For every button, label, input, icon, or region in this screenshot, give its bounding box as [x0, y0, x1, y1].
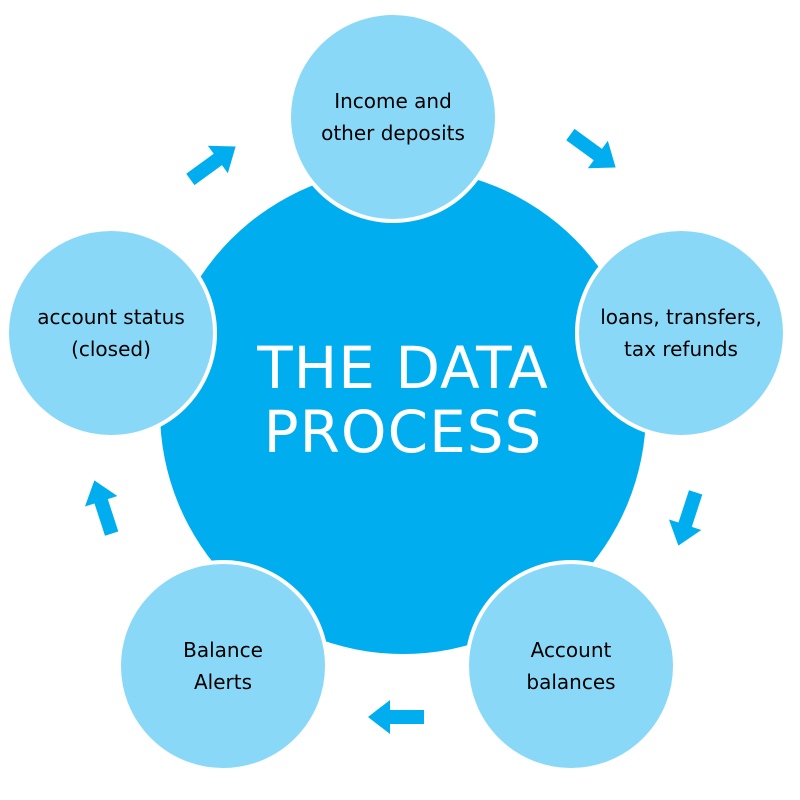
arrow-right-icon [557, 117, 629, 185]
node-label-line-2: (closed) [71, 337, 151, 361]
node-label-line-1: loans, transfers, [600, 305, 762, 329]
arrow-down-icon-svg [668, 490, 703, 546]
arrow-up-right-icon [177, 129, 249, 197]
diagram-title-line-1: THE DATA [257, 334, 549, 402]
node-account-balances: Account balances [465, 560, 677, 772]
node-label-line-1: Account [530, 638, 612, 662]
node-label: account status (closed) [16, 301, 206, 365]
node-loans-transfers: loans, transfers, tax refunds [575, 227, 787, 439]
arrow-up-left-icon [75, 472, 132, 541]
node-label: Account balances [476, 634, 666, 698]
node-balance-alerts: Balance Alerts [117, 560, 329, 772]
node-label: Income and other deposits [298, 85, 488, 149]
node-label-line-1: Income and [334, 89, 452, 113]
arrow-up-left-icon-svg [84, 480, 119, 536]
node-label: Balance Alerts [128, 634, 318, 698]
arrow-left-icon [366, 697, 426, 737]
arrow-left-icon-svg [368, 700, 424, 734]
node-label-line-2: balances [526, 670, 616, 694]
arrow-up-right-icon-svg [186, 145, 236, 186]
node-account-status: account status (closed) [5, 227, 217, 439]
node-label-line-2: tax refunds [624, 337, 738, 361]
diagram-title-line-2: PROCESS [263, 398, 543, 466]
node-label: loans, transfers, tax refunds [586, 301, 776, 365]
node-label-line-1: account status [37, 305, 185, 329]
node-income-deposits: Income and other deposits [287, 11, 499, 223]
arrow-right-icon-svg [566, 128, 616, 169]
node-label-line-1: Balance [183, 638, 263, 662]
arrow-down-icon [659, 484, 716, 553]
node-label-line-2: Alerts [193, 670, 253, 694]
node-label-line-2: other deposits [321, 121, 465, 145]
